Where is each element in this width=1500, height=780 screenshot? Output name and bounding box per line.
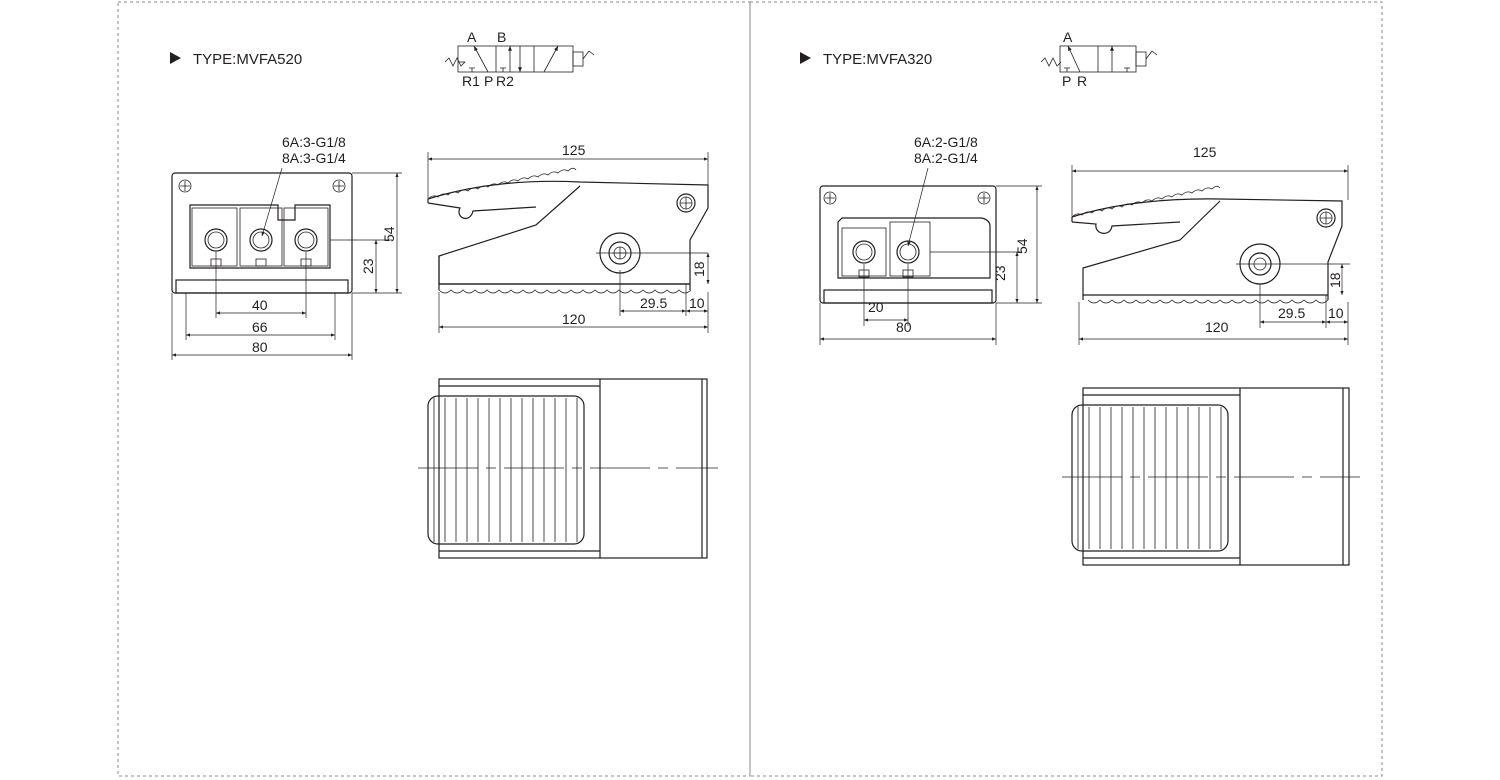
base-grip-ridges xyxy=(1087,299,1329,304)
type-label: TYPE:MVFA320 xyxy=(823,51,932,68)
port-label-b: B xyxy=(497,29,506,45)
pedal-grip-ridges xyxy=(427,167,577,200)
dim-18: 18 xyxy=(1327,272,1343,288)
port-label-r1: R1 xyxy=(462,73,480,89)
pedal-top-ridges xyxy=(433,398,578,542)
front-dimensions: 20 80 54 23 xyxy=(819,185,1042,345)
port-label-r2: R2 xyxy=(496,73,514,89)
side-dimensions: 125 120 29.5 10 18 xyxy=(427,142,710,333)
dim-80: 80 xyxy=(252,339,268,355)
dim-40: 40 xyxy=(252,297,268,313)
port-label-a: A xyxy=(1063,29,1073,45)
dim-54: 54 xyxy=(1014,238,1030,254)
port-note-1: 6A:3-G1/8 xyxy=(282,134,346,150)
pedal-top-ridges xyxy=(1077,407,1222,549)
left-panel: TYPE:MVFA520 A B R1 P R2 6A:3-G1/8 8A:3-… xyxy=(170,29,718,559)
valve-symbol: A P R xyxy=(1040,29,1158,89)
dim-125: 125 xyxy=(562,142,586,158)
left-panel-frame xyxy=(117,1,751,777)
port-note-2: 8A:2-G1/4 xyxy=(914,150,978,166)
pedal-grip-ridges xyxy=(1071,185,1221,218)
port-note-1: 6A:2-G1/8 xyxy=(914,134,978,150)
side-view xyxy=(427,167,709,294)
right-panel-frame xyxy=(749,1,1383,777)
top-view xyxy=(418,378,718,559)
dim-125: 125 xyxy=(1193,144,1217,160)
pedal-actuator-icon xyxy=(582,50,595,60)
dim-120: 120 xyxy=(562,311,586,327)
right-panel: TYPE:MVFA320 A P R 6A:2-G1/8 8A:2-G1/4 xyxy=(800,29,1360,566)
dim-29-5: 29.5 xyxy=(640,295,667,311)
spring-icon xyxy=(1040,57,1062,67)
port-note-2: 8A:3-G1/4 xyxy=(282,150,346,166)
title-arrow-icon xyxy=(800,52,811,64)
side-dimensions: 125 120 29.5 10 18 xyxy=(1071,144,1349,345)
port-label-p: P xyxy=(1062,73,1071,89)
pedal-actuator-icon xyxy=(1145,50,1158,60)
dim-18: 18 xyxy=(691,261,707,277)
top-view xyxy=(1062,387,1360,566)
valve-symbol: A B R1 P R2 xyxy=(444,29,595,89)
front-view xyxy=(171,172,392,294)
dim-29-5: 29.5 xyxy=(1278,305,1305,321)
side-view xyxy=(1071,185,1350,304)
dim-80: 80 xyxy=(896,319,912,335)
dim-10: 10 xyxy=(1328,305,1344,321)
dim-54: 54 xyxy=(381,226,397,242)
dim-23: 23 xyxy=(360,258,376,274)
port-label-a: A xyxy=(467,29,477,45)
dim-120: 120 xyxy=(1205,319,1229,335)
port-label-p: P xyxy=(484,73,493,89)
dim-10: 10 xyxy=(689,295,705,311)
front-dimensions: 40 66 80 54 23 xyxy=(171,172,402,360)
dim-23: 23 xyxy=(992,265,1008,281)
base-grip-ridges xyxy=(438,289,692,294)
title-arrow-icon xyxy=(170,52,181,64)
port-label-r: R xyxy=(1077,73,1087,89)
spring-icon xyxy=(444,57,466,67)
dim-66: 66 xyxy=(252,319,268,335)
type-label: TYPE:MVFA520 xyxy=(193,51,302,68)
front-view xyxy=(819,185,1022,304)
dim-20: 20 xyxy=(868,299,884,315)
